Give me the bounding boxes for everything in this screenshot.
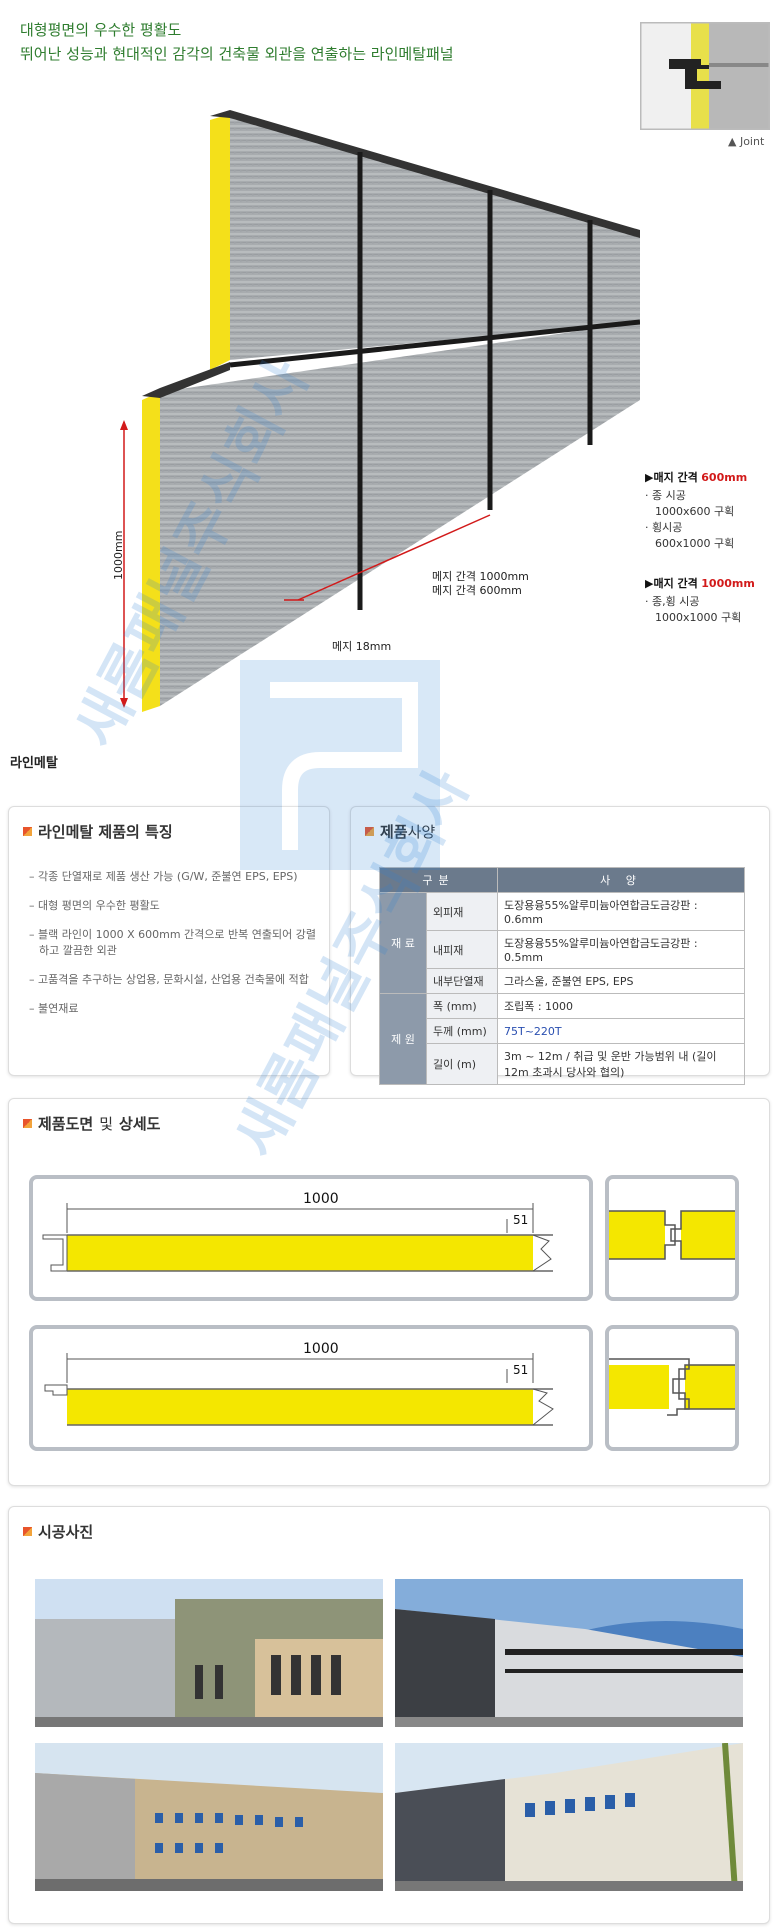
feature-item: – 각종 단열재로 제품 생산 가능 (G/W, 준불연 EPS, EPS) <box>29 870 298 883</box>
panel-section-drawing-2: 1000 51 <box>29 1325 593 1451</box>
headline-line-1: 대형평면의 우수한 평활도 <box>20 21 182 39</box>
joint-detail-image <box>640 22 770 130</box>
note-b-value: 1000mm <box>701 577 755 590</box>
drawing-title: 제품도면 및 상세도 <box>23 1113 160 1134</box>
drawing2-width-label: 1000 <box>303 1341 339 1357</box>
note-a-line4: 600x1000 구획 <box>655 537 735 550</box>
spec-value: 그라스울, 준불연 EPS, EPS <box>497 968 745 994</box>
table-row: 재 료 외피재 도장용융55%알루미늄아연합금도금강판 : 0.6mm <box>379 892 745 994</box>
joint-spacing-note-600: ▶매지 간격 600mm · 종 시공 1000x600 구획 · 횡시공 60… <box>645 470 747 552</box>
drawing-title-c: 상세도 <box>119 1115 161 1133</box>
drawing2-joint-label: 51 <box>513 1363 529 1377</box>
features-box: 라인메탈 제품의 특징 – 각종 단열재로 제품 생산 가능 (G/W, 준불연… <box>8 806 330 1076</box>
drawing-box: 제품도면 및 상세도 1000 51 <box>8 1098 770 1486</box>
specs-title-a: 제품 <box>380 823 408 841</box>
photos-title: 시공사진 <box>23 1521 93 1542</box>
feature-item: – 블랙 라인이 1000 X 600mm 간격으로 반복 연출되어 강렬하고 … <box>29 928 316 957</box>
features-list: – 각종 단열재로 제품 생산 가능 (G/W, 준불연 EPS, EPS) –… <box>29 869 319 1030</box>
spec-label: 외피재 <box>426 892 498 931</box>
note-a-title: ▶매지 간격 <box>645 471 698 484</box>
note-b-line1: · 종,횡 시공 <box>645 595 700 608</box>
table-row: 내부단열재 그라스울, 준불연 EPS, EPS <box>380 968 745 994</box>
specs-group-material: 재 료 <box>379 892 427 994</box>
spec-value: 조립폭 : 1000 <box>497 993 745 1019</box>
feature-item: – 불연재료 <box>29 1002 79 1015</box>
specs-head-category: 구분 <box>379 867 498 893</box>
spec-label: 내부단열재 <box>426 968 498 994</box>
section-bullet-icon <box>23 1119 32 1128</box>
joint-spacing-label-1: 메지 간격 1000mm <box>432 570 529 583</box>
joint-gap-label: 메지 18mm <box>332 640 392 653</box>
features-title: 라인메탈 제품의 특징 <box>23 821 173 842</box>
drawing1-width-label: 1000 <box>303 1191 339 1207</box>
spec-label: 두께 (mm) <box>426 1018 498 1044</box>
construction-photo-4 <box>395 1743 743 1891</box>
photos-title-text: 시공사진 <box>38 1523 94 1541</box>
note-b-title: ▶매지 간격 <box>645 577 698 590</box>
table-row: 내피재 도장용융55%알루미늄아연합금도금강판 : 0.5mm <box>380 930 745 969</box>
drawing1-joint-label: 51 <box>513 1213 529 1227</box>
photos-box: 시공사진 <box>8 1506 770 1924</box>
joint-spacing-label-2: 메지 간격 600mm <box>432 584 522 597</box>
note-a-value: 600mm <box>701 471 748 484</box>
note-b-line2: 1000x1000 구획 <box>655 611 742 624</box>
drawing-title-a: 제품도면 <box>38 1115 94 1133</box>
headline-line-2: 뛰어난 성능과 현대적인 감각의 건축물 외관을 연출하는 라인메탈패널 <box>20 45 454 63</box>
note-a-line1: · 종 시공 <box>645 489 686 502</box>
construction-photo-1 <box>35 1579 383 1727</box>
specs-title-b: 사양 <box>407 823 436 841</box>
joint-detail-drawing-2 <box>605 1325 739 1451</box>
features-title-text: 라인메탈 제품의 특징 <box>38 823 173 841</box>
note-a-line3: · 횡시공 <box>645 521 683 534</box>
construction-photo-3 <box>35 1743 383 1891</box>
joint-label: ▲ Joint <box>728 135 765 148</box>
section-bullet-icon <box>23 827 32 836</box>
section-bullet-icon <box>365 827 374 836</box>
joint-spacing-note-1000: ▶매지 간격 1000mm · 종,횡 시공 1000x1000 구획 <box>645 576 755 626</box>
drawing-title-b: 및 <box>99 1115 114 1133</box>
panel-section-drawing-1: 1000 51 <box>29 1175 593 1301</box>
panel-height-label: 1000mm <box>112 530 125 580</box>
table-row: 두께 (mm) 75T~220T <box>380 1018 745 1044</box>
specs-head-spec: 사 양 <box>497 867 745 893</box>
table-row: 제 원 폭 (mm) 조립폭 : 1000 <box>379 993 745 1085</box>
panel-illustration <box>120 100 641 720</box>
spec-value: 도장용융55%알루미늄아연합금도금강판 : 0.5mm <box>497 930 745 969</box>
product-name: 라인메탈 <box>10 756 58 771</box>
spec-label: 내피재 <box>426 930 498 969</box>
spec-value: 3m ~ 12m / 취급 및 운반 가능범위 내 (길이 12m 초과시 당사… <box>497 1043 745 1085</box>
note-a-line2: 1000x600 구획 <box>655 505 735 518</box>
table-row: 길이 (m) 3m ~ 12m / 취급 및 운반 가능범위 내 (길이 12m… <box>380 1043 745 1085</box>
specs-table: 구분 사 양 재 료 외피재 도장용융55%알루미늄아연합금도금강판 : 0.6… <box>379 867 745 1085</box>
feature-item: – 대형 평면의 우수한 평활도 <box>29 899 160 912</box>
feature-item: – 고품격을 추구하는 상업용, 문화시설, 산업용 건축물에 적합 <box>29 973 309 986</box>
spec-value: 75T~220T <box>497 1018 745 1044</box>
joint-detail-drawing-1 <box>605 1175 739 1301</box>
spec-label: 길이 (m) <box>426 1043 498 1085</box>
spec-value: 도장용융55%알루미늄아연합금도금강판 : 0.6mm <box>497 892 745 931</box>
spec-label: 폭 (mm) <box>426 993 498 1019</box>
section-bullet-icon <box>23 1527 32 1536</box>
specs-group-dimension: 제 원 <box>379 993 427 1085</box>
construction-photo-2 <box>395 1579 743 1727</box>
